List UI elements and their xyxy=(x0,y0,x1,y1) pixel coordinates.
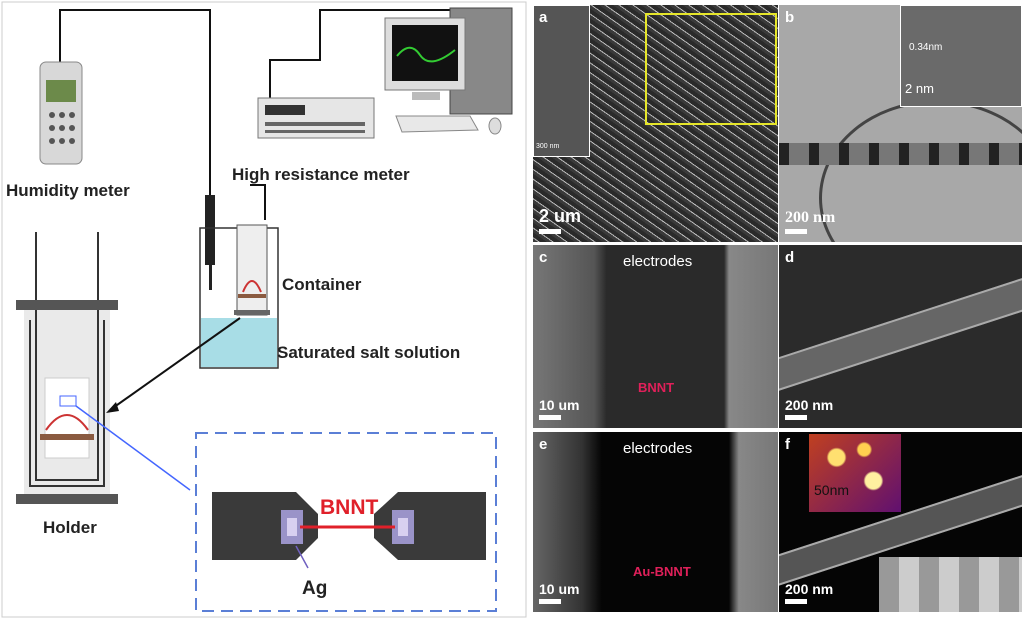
experimental-setup-diagram: Humidity meter High resistance meter Con… xyxy=(1,1,527,618)
panel-label: e xyxy=(539,436,548,453)
inset-scale: 2 nm xyxy=(905,81,934,96)
humidity-meter-icon xyxy=(39,61,83,165)
panel-c-sem: c electrodes BNNT 10 um xyxy=(533,245,778,428)
panel-d-sem: d 200 nm xyxy=(779,245,1022,428)
ag-label: Ag xyxy=(302,578,327,599)
high-resistance-meter-icon xyxy=(257,97,375,139)
panel-label: b xyxy=(785,9,795,26)
inset-scale: 50nm xyxy=(814,482,850,498)
panel-f-sem: 50nm f 200 nm xyxy=(779,432,1022,612)
salt-solution-label: Saturated salt solution xyxy=(277,343,460,362)
afm-inset: 50nm xyxy=(809,434,901,512)
electrodes-label: electrodes xyxy=(623,253,693,270)
panel-e-sem: e electrodes Au-BNNT 10 um xyxy=(533,432,778,612)
humidity-probe-icon xyxy=(205,195,215,290)
container-label: Container xyxy=(282,275,362,294)
holder-icon xyxy=(16,232,118,504)
panel-label: d xyxy=(785,249,795,266)
scale-bar: 200 nm xyxy=(785,397,833,420)
ag-pointer xyxy=(295,545,309,569)
inset-scale: 300 nm xyxy=(536,143,560,150)
humidity-meter-label: Humidity meter xyxy=(6,181,130,200)
nanotube-chain xyxy=(779,143,1022,165)
electrodes-label: electrodes xyxy=(623,440,693,457)
panel-a-inset: 300 nm xyxy=(533,5,590,157)
scale-bar: 10 um xyxy=(539,397,579,420)
panel-label: c xyxy=(539,249,548,266)
spacing-label: 0.34nm xyxy=(909,42,943,53)
panel-label: f xyxy=(785,436,790,453)
panel-a-sem: 300 nm a 2 um xyxy=(533,5,778,242)
tem-inset xyxy=(879,557,1022,612)
bnnt-label: BNNT xyxy=(638,380,675,395)
panel-label: a xyxy=(539,9,548,26)
scale-bar: 2 um xyxy=(539,206,581,234)
container-icon xyxy=(199,224,279,369)
bnnt-label: BNNT xyxy=(320,496,378,519)
au-bnnt-label: Au-BNNT xyxy=(633,564,691,579)
panel-a-yellow-inset xyxy=(645,13,777,125)
panel-b-inset: 0.34nm 2 nm xyxy=(900,5,1022,107)
scale-bar: 200 nm xyxy=(785,581,833,604)
wires xyxy=(59,9,450,220)
arrow-to-holder xyxy=(109,317,241,411)
scale-bar: 200 nm xyxy=(785,209,835,234)
electrode-pads xyxy=(212,492,486,560)
holder-label: Holder xyxy=(43,518,97,537)
detail-box xyxy=(195,432,497,612)
scale-bar: 10 um xyxy=(539,581,579,604)
computer-icon xyxy=(384,7,513,135)
panel-b-tem: 0.34nm 2 nm b 200 nm xyxy=(779,5,1022,242)
high-resistance-meter-label: High resistance meter xyxy=(232,165,410,184)
arrow-to-detail xyxy=(75,405,191,491)
